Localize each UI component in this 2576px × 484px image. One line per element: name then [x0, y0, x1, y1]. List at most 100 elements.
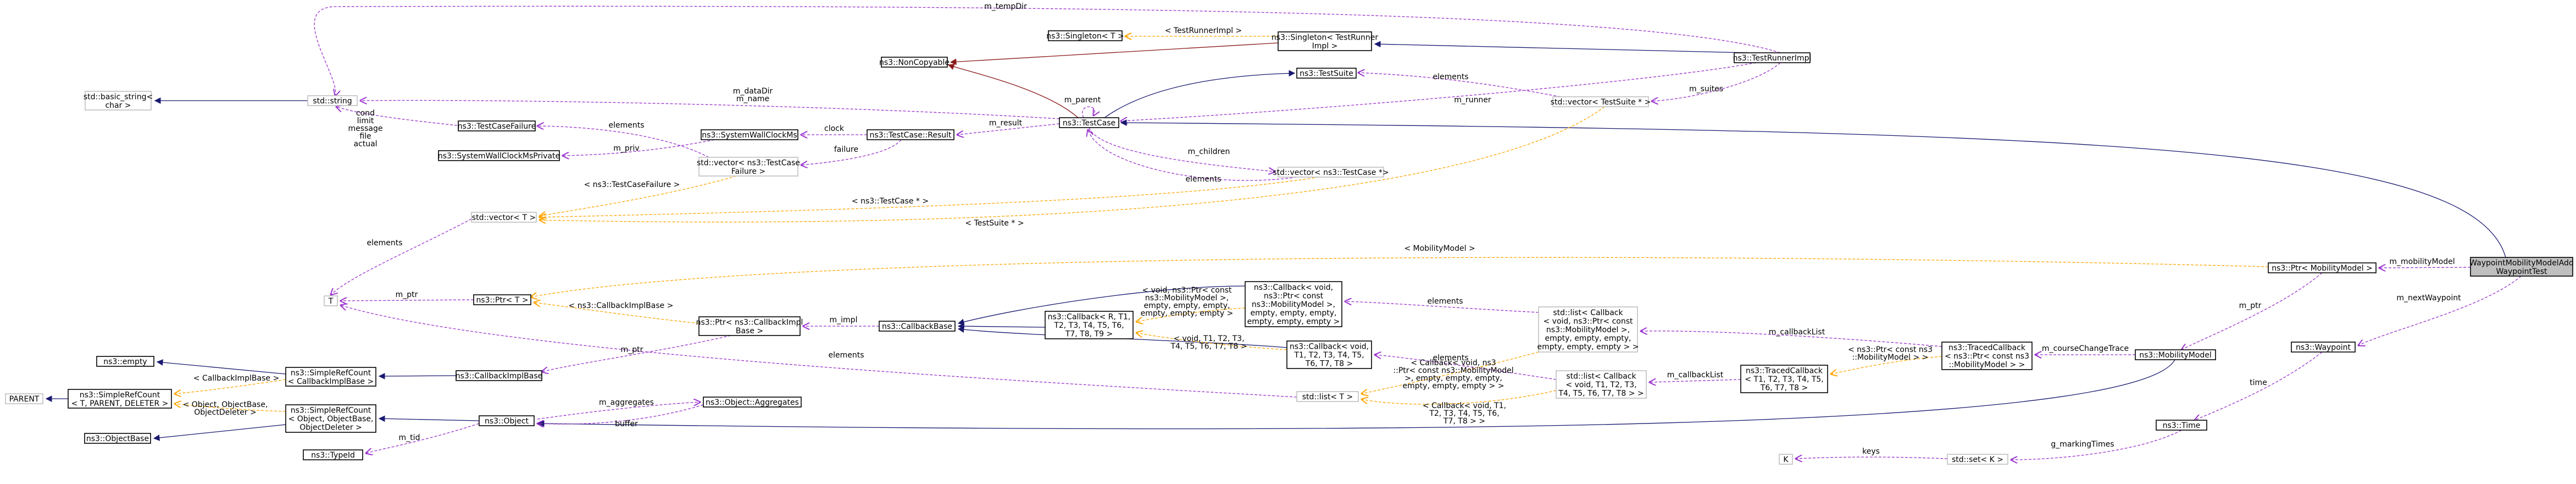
node-ptr-mobilitymodel[interactable]: ns3::Ptr< MobilityModel > — [2268, 262, 2377, 273]
node-vector-testsuite[interactable]: std::vector< TestSuite * > — [1551, 96, 1651, 107]
node-label-line: ns3::TestCase — [1063, 119, 1115, 128]
node-singleton-runner[interactable]: ns3::Singleton< TestRunnerImpl > — [1272, 31, 1379, 51]
node-testrunnerimpl[interactable]: ns3::TestRunnerImpl — [1733, 52, 1812, 63]
edge-waypoint-to-time — [2195, 351, 2323, 420]
node-list-callback-t1[interactable]: std::list< Callback< void, T1, T2, T3,T4… — [1556, 370, 1647, 399]
node-layer: std::basic_string<char >std::stringns3::… — [5, 30, 2574, 465]
edge-label-line: elements — [1427, 297, 1463, 306]
node-k[interactable]: K — [1779, 454, 1793, 465]
edge-waypoint-test-to-ptr-mobilitymodel — [2379, 267, 2471, 268]
edge-label-line: empty, empty, empty > — [1141, 309, 1234, 318]
edge-list-callback-ptr-to-callback-void-ptr — [1345, 301, 1539, 313]
edge-testrunnerimpl-to-singleton-runner — [1374, 41, 1748, 53]
node-noncopyable[interactable]: ns3::NonCopyable — [879, 57, 950, 68]
edge-label-line: ::MobilityModel > > — [1852, 353, 1929, 362]
edge-label-line: keys — [1862, 447, 1880, 456]
node-callbackimplbase[interactable]: ns3::CallbackImplBase — [456, 370, 543, 381]
edge-vector-testsuite-to-vector-t — [540, 106, 1605, 222]
edge-testcasefailure-to-string — [336, 107, 462, 127]
edge-label-line: clock — [824, 124, 845, 133]
node-t[interactable]: T — [324, 295, 338, 306]
node-testsuite[interactable]: ns3::TestSuite — [1296, 68, 1357, 79]
node-callbackbase[interactable]: ns3::CallbackBase — [879, 321, 956, 332]
node-testcasefailure[interactable]: ns3::TestCaseFailure — [458, 120, 536, 131]
edge-time-to-set-k — [2011, 430, 2182, 460]
edge-label-m-aggregates: m_aggregates — [599, 398, 654, 407]
node-typeid[interactable]: ns3::TypeId — [303, 449, 363, 460]
node-list-t[interactable]: std::list< T > — [1296, 391, 1359, 402]
node-label-line: std::vector< TestSuite * > — [1551, 98, 1651, 107]
node-set-k[interactable]: std::set< K > — [1947, 454, 2008, 465]
edge-label-line: T2, T3, T4, T5, T6, — [1429, 409, 1499, 418]
edge-label-line: elements — [608, 121, 644, 130]
edge-label-line: cond — [356, 109, 375, 118]
node-label-line: T6, T7, T8 > — [1305, 360, 1353, 369]
node-testcase-result[interactable]: ns3::TestCase::Result — [867, 129, 954, 140]
edge-label-buffer: buffer — [615, 420, 638, 428]
edge-ptr-t-to-t — [341, 300, 474, 301]
node-box — [1734, 52, 1811, 63]
edge-label-line: m_children — [1188, 147, 1230, 156]
node-label-line: ObjectDeleter > — [299, 424, 362, 432]
edge-label-line: m_impl — [830, 316, 858, 324]
node-list-callback-ptr[interactable]: std::list< Callback< void, ns3::Ptr< con… — [1537, 306, 1639, 353]
node-systemwallclockms[interactable]: ns3::SystemWallClockMs — [701, 129, 798, 140]
node-tracedcallback-ptr[interactable]: ns3::TracedCallback< ns3::Ptr< const ns3… — [1941, 342, 2033, 370]
node-mobilitymodel[interactable]: ns3::MobilityModel — [2135, 349, 2216, 360]
node-simplerefcount-object[interactable]: ns3::SimpleRefCount< Object, ObjectBase,… — [285, 404, 376, 433]
edge-set-k-to-k — [1796, 457, 1948, 459]
edge-label-line: elements — [1433, 354, 1468, 362]
edge-label-line: g_markingTimes — [2051, 440, 2114, 449]
edge-label-line: ObjectDeleter > — [194, 408, 257, 417]
edge-label-line: actual — [353, 140, 377, 148]
node-ptr-t[interactable]: ns3::Ptr< T > — [473, 294, 531, 305]
node-parent[interactable]: PARENT — [5, 393, 43, 404]
edge-label-m-ptr-t: m_ptr — [396, 290, 418, 299]
edge-label-line: m_result — [989, 119, 1023, 128]
node-objectbase[interactable]: ns3::ObjectBase — [84, 433, 151, 444]
node-singleton-t[interactable]: ns3::Singleton< T > — [1046, 30, 1124, 41]
edge-testcase-to-testsuite — [1104, 70, 1296, 118]
edge-simplerefcount-object-to-simplerefcount-t — [175, 404, 286, 412]
node-callback-void-t1[interactable]: ns3::Callback< void,T1, T2, T3, T4, T5,T… — [1286, 340, 1372, 369]
node-systemwallclockmsprivate[interactable]: ns3::SystemWallClockMsPrivate — [438, 150, 560, 161]
node-testcase[interactable]: ns3::TestCase — [1059, 117, 1119, 128]
node-label-line: ns3::TracedCallback — [1746, 367, 1823, 376]
edge-singleton-runner-to-noncopyable — [950, 42, 1279, 65]
node-waypoint[interactable]: ns3::Waypoint — [2291, 342, 2356, 353]
node-empty[interactable]: ns3::empty — [96, 356, 154, 367]
node-basic-string[interactable]: std::basic_string<char > — [84, 91, 153, 111]
edge-label-m-priv: m_priv — [613, 144, 639, 153]
node-callback-r[interactable]: ns3::Callback< R, T1,T2, T3, T4, T5, T6,… — [1045, 311, 1134, 339]
node-tracedcallback-t1[interactable]: ns3::TracedCallback< T1, T2, T3, T4, T5,… — [1740, 365, 1828, 393]
edge-ptr-mobilitymodel-to-ptr-t — [531, 257, 2269, 297]
node-object-aggregates[interactable]: ns3::Object::Aggregates — [703, 397, 802, 408]
node-label-line: T — [328, 297, 334, 306]
edge-tracedcallback-ptr-to-list-callback-ptr — [1641, 331, 1942, 347]
edge-label-m-parent: m_parent — [1064, 96, 1101, 105]
node-string[interactable]: std::string — [307, 95, 358, 106]
node-callback-void-ptr[interactable]: ns3::Callback< void,ns3::Ptr< constns3::… — [1245, 281, 1342, 327]
node-box — [285, 404, 376, 433]
node-ptr-callbackimplbase[interactable]: ns3::Ptr< ns3::CallbackImplBase > — [696, 316, 803, 336]
node-label-line: ns3::SimpleRefCount — [291, 369, 371, 377]
node-label-line: std::vector< ns3::TestCase — [697, 158, 800, 167]
edge-label-m-children: m_children — [1188, 147, 1230, 156]
node-simplerefcount-t[interactable]: ns3::SimpleRefCount< T, PARENT, DELETER … — [68, 389, 172, 409]
edge-label-line: < Callback< void, ns3 — [1411, 359, 1496, 367]
edge-label-m-courseChangeTrace: m_courseChangeTrace — [2042, 344, 2129, 353]
node-object[interactable]: ns3::Object — [479, 415, 535, 426]
node-vector-testcase[interactable]: std::vector< ns3::TestCase *> — [1273, 167, 1389, 178]
edge-testcase-to-testcase — [1082, 106, 1095, 118]
node-box — [1045, 311, 1134, 339]
node-time[interactable]: ns3::Time — [2156, 420, 2207, 431]
node-label-line: Failure > — [731, 167, 765, 176]
node-simplerefcount-callback[interactable]: ns3::SimpleRefCount< CallbackImplBase > — [285, 367, 376, 387]
node-vector-failure[interactable]: std::vector< ns3::TestCaseFailure > — [697, 157, 800, 177]
edge-label-line: m_callbackList — [1769, 328, 1825, 337]
edge-vector-failure-to-testcasefailure — [537, 126, 709, 158]
edge-vector-testsuite-to-testsuite — [1358, 73, 1561, 97]
edge-label-line: m_ptr — [396, 290, 418, 299]
node-vector-t[interactable]: std::vector< T > — [471, 212, 537, 223]
